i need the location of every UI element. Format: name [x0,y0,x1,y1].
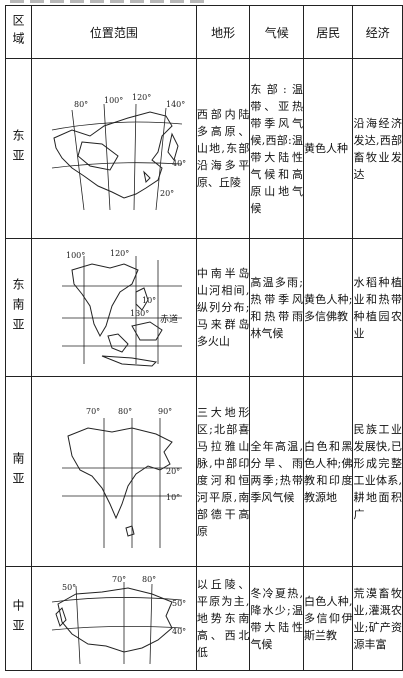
header-residents: 居民 [302,5,354,59]
map-label: 80° [74,100,88,109]
climate-cell: 冬冷夏热,降水少;温带大陆性气候 [249,566,304,671]
table-row-south-asia: 南亚 70° 80° 90° 20° 10° 三大地形区;北部喜马拉雅山脉,中部… [5,376,403,567]
map-label: 80° [118,407,132,416]
economy-cell: 水稻种植业和热带种植园农业 [352,238,403,377]
map-label: 50° [172,599,186,608]
map-label: 赤道 [160,313,178,325]
map-label: 130° [130,309,149,318]
region-name: 东南亚 [5,238,32,377]
terrain-cell: 中南半岛山河相间,纵列分布;马来群岛多火山 [195,238,251,377]
region-name: 东亚 [5,58,32,239]
table-row-central-asia: 中亚 50° 70° 80° 50° 40° 以丘陵、平原为主,地势东南高、西北… [5,566,403,671]
east-asia-map-image: 80° 100° 120° 140° 40° 20° [51,93,186,210]
map-label: 140° [166,100,185,109]
header-location: 位置范围 [30,5,197,59]
map-label: 100° [104,96,123,105]
asia-regions-table: 区域 位置范围 地形 气候 居民 经济 东亚 80° 100° 120° [5,5,403,671]
table-row-east-asia: 东亚 80° 100° 120° 140° 40° 20° 西部内陆多高原、山地… [5,58,403,239]
economy-cell: 荒漠畜牧业,灌溉农业;矿产资源丰富 [352,566,403,671]
map-label: 100° [66,251,85,260]
map-label: 120° [110,249,129,258]
map-label: 40° [172,627,186,636]
map-southeast-asia: 100° 120° 10° 130° 赤道 [30,238,197,377]
map-central-asia: 50° 70° 80° 50° 40° [30,566,197,671]
header-climate: 气候 [249,5,304,59]
central-asia-map-image: 50° 70° 80° 50° 40° [51,575,186,664]
south-asia-map-image: 70° 80° 90° 20° 10° [61,407,182,548]
map-label: 40° [172,159,186,168]
map-label: 20° [166,467,180,476]
map-label: 90° [158,407,172,416]
region-name: 南亚 [5,376,32,567]
header-region: 区域 [5,5,32,59]
terrain-cell: 三大地形区;北部喜马拉雅山脉,中部印度河和恒河平原,南部德干高原 [195,376,251,567]
residents-cell: 黄色人种 [302,58,354,239]
map-label: 120° [132,93,151,102]
residents-cell: 白色和黑色人种;佛教和印度教源地 [302,376,354,567]
residents-cell: 白色人种,多信仰伊斯兰教 [302,566,354,671]
map-label: 10° [166,493,180,502]
map-label: 70° [112,575,126,584]
map-label: 70° [86,407,100,416]
map-label: 50° [62,583,76,592]
terrain-cell: 西部内陆多高原、山地,东部沿海多平原、丘陵 [195,58,251,239]
southeast-asia-map-image: 100° 120° 10° 130° 赤道 [61,249,182,367]
cropped-text-strip [0,0,403,6]
economy-cell: 民族工业发展快,已形成完整工业体系,耕地面积广 [352,376,403,567]
terrain-cell: 以丘陵、平原为主,地势东南高、西北低 [195,566,251,671]
header-row: 区域 位置范围 地形 气候 居民 经济 [5,5,403,59]
map-label: 80° [142,575,156,584]
climate-cell: 高温多雨;热带季风和热带雨林气候 [249,238,304,377]
map-label: 10° [142,296,156,305]
region-name: 中亚 [5,566,32,671]
map-label: 20° [160,189,174,198]
map-east-asia: 80° 100° 120° 140° 40° 20° [30,58,197,239]
climate-cell: 东部:温带、亚热带季风气候,西部:温带大陆性气候和高原山地气候 [249,58,304,239]
table-row-southeast-asia: 东南亚 100° 120° 10° 130° 赤道 中南半岛山河相间,纵列分布;… [5,238,403,377]
residents-cell: 黄色人种;多信佛教 [302,238,354,377]
climate-cell: 全年高温,分旱、雨两季;热带季风气候 [249,376,304,567]
header-economy: 经济 [352,5,403,59]
map-south-asia: 70° 80° 90° 20° 10° [30,376,197,567]
header-terrain: 地形 [195,5,251,59]
economy-cell: 沿海经济发达,西部畜牧业发达 [352,58,403,239]
